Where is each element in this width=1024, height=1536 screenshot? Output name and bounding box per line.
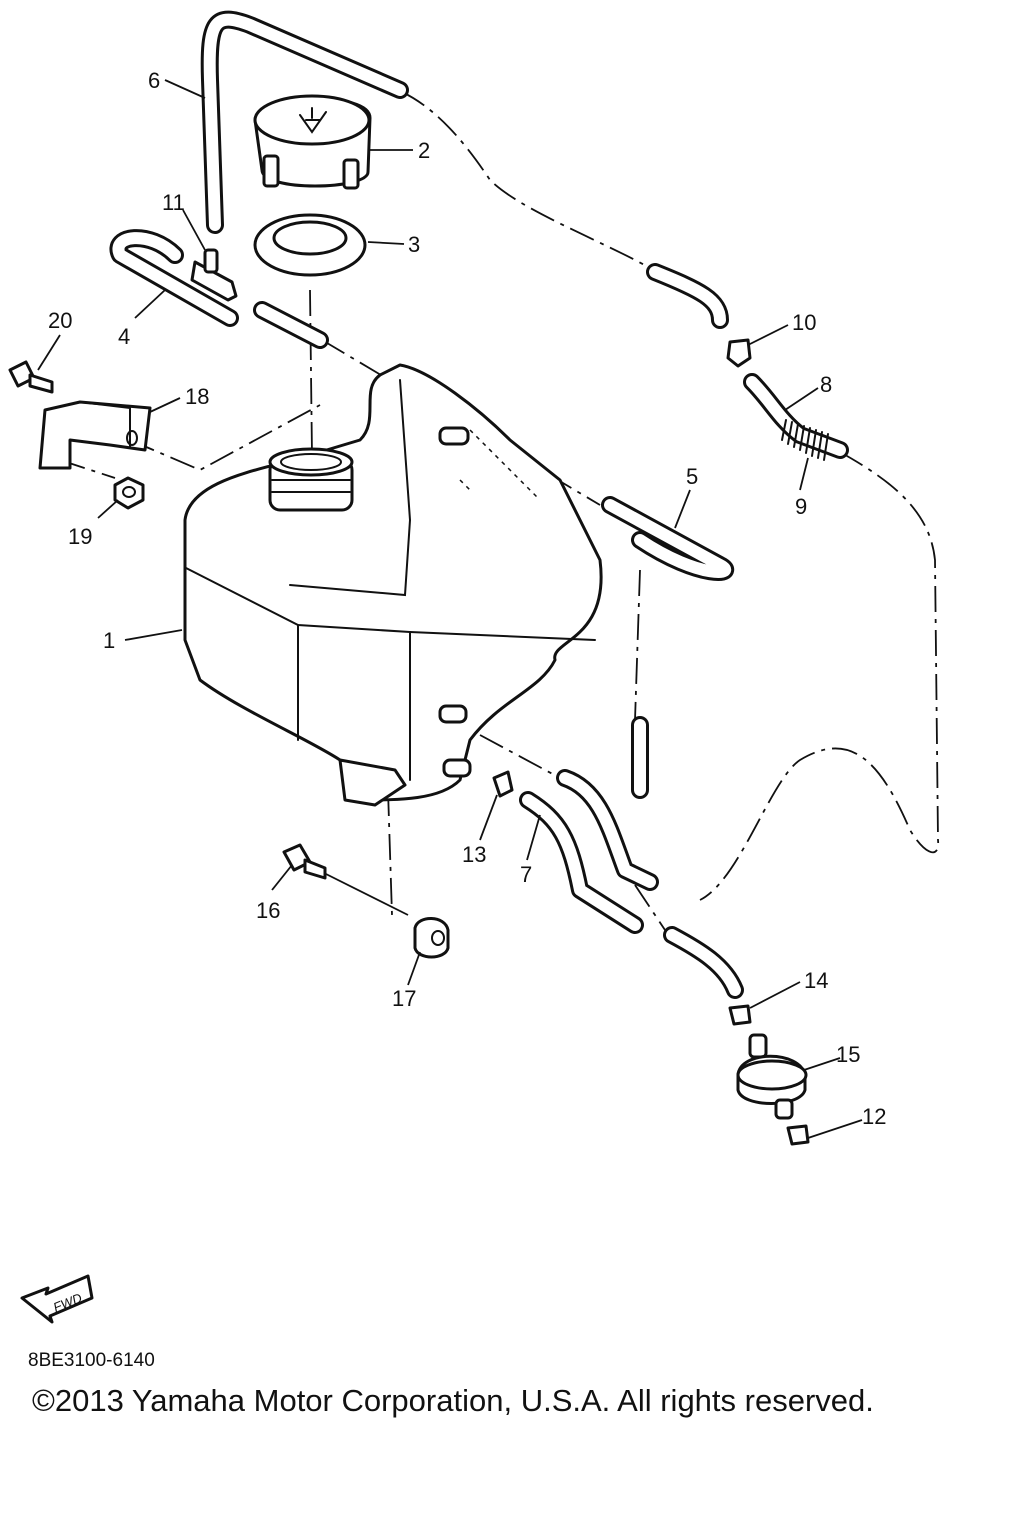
callout-11: 11 [162,190,185,215]
hose-clamp-12 [786,1124,810,1146]
callout-5: 5 [686,464,698,489]
callout-8: 8 [820,372,832,397]
bent-hose-5 [601,496,735,581]
spring-9 [781,419,829,461]
callout-16: 16 [256,898,280,923]
bolt-20 [8,360,54,394]
radiator-cap [253,94,372,190]
upper-right-hose [646,263,729,329]
bolt-16 [282,843,327,880]
callout-19: 19 [68,524,92,549]
hose-8 [743,373,849,459]
fwd-arrow-icon: FWD [20,1274,94,1324]
diagram-code: 8BE3100-6140 [28,1350,155,1371]
callout-3: 3 [408,232,420,257]
callout-13: 13 [462,842,486,867]
callout-20: 20 [48,308,72,333]
leader-lines [37,79,863,1139]
hose-fitting-10 [726,338,752,368]
gasket-ring [253,213,367,277]
hose-clamp-14 [728,1004,752,1026]
callout-17: 17 [392,986,416,1011]
grommet-17 [413,917,450,959]
callout-14: 14 [804,968,828,993]
callout-numbers: 6 2 11 3 20 4 10 8 18 5 9 19 1 13 7 16 1… [48,68,886,1129]
callout-10: 10 [792,310,816,335]
callout-18: 18 [185,384,209,409]
callout-6: 6 [148,68,160,93]
callout-15: 15 [836,1042,860,1067]
callout-9: 9 [795,494,807,519]
hose-6 [200,10,409,234]
callout-4: 4 [118,324,130,349]
bracket-18 [38,400,152,470]
callout-1: 1 [103,628,115,653]
t-joint-fitting [190,248,238,302]
nut-19 [113,476,145,510]
short-hose [253,301,329,349]
callout-7: 7 [520,862,532,887]
callout-12: 12 [862,1104,886,1129]
hose-7 [519,769,744,999]
callout-2: 2 [418,138,430,163]
copyright-notice: ©2013 Yamaha Motor Corporation, U.S.A. A… [32,1383,874,1418]
hose-clamp-13 [492,770,514,798]
bent-hose-4 [109,229,239,327]
coolant-tank [183,363,603,807]
filter-15 [736,1033,808,1120]
